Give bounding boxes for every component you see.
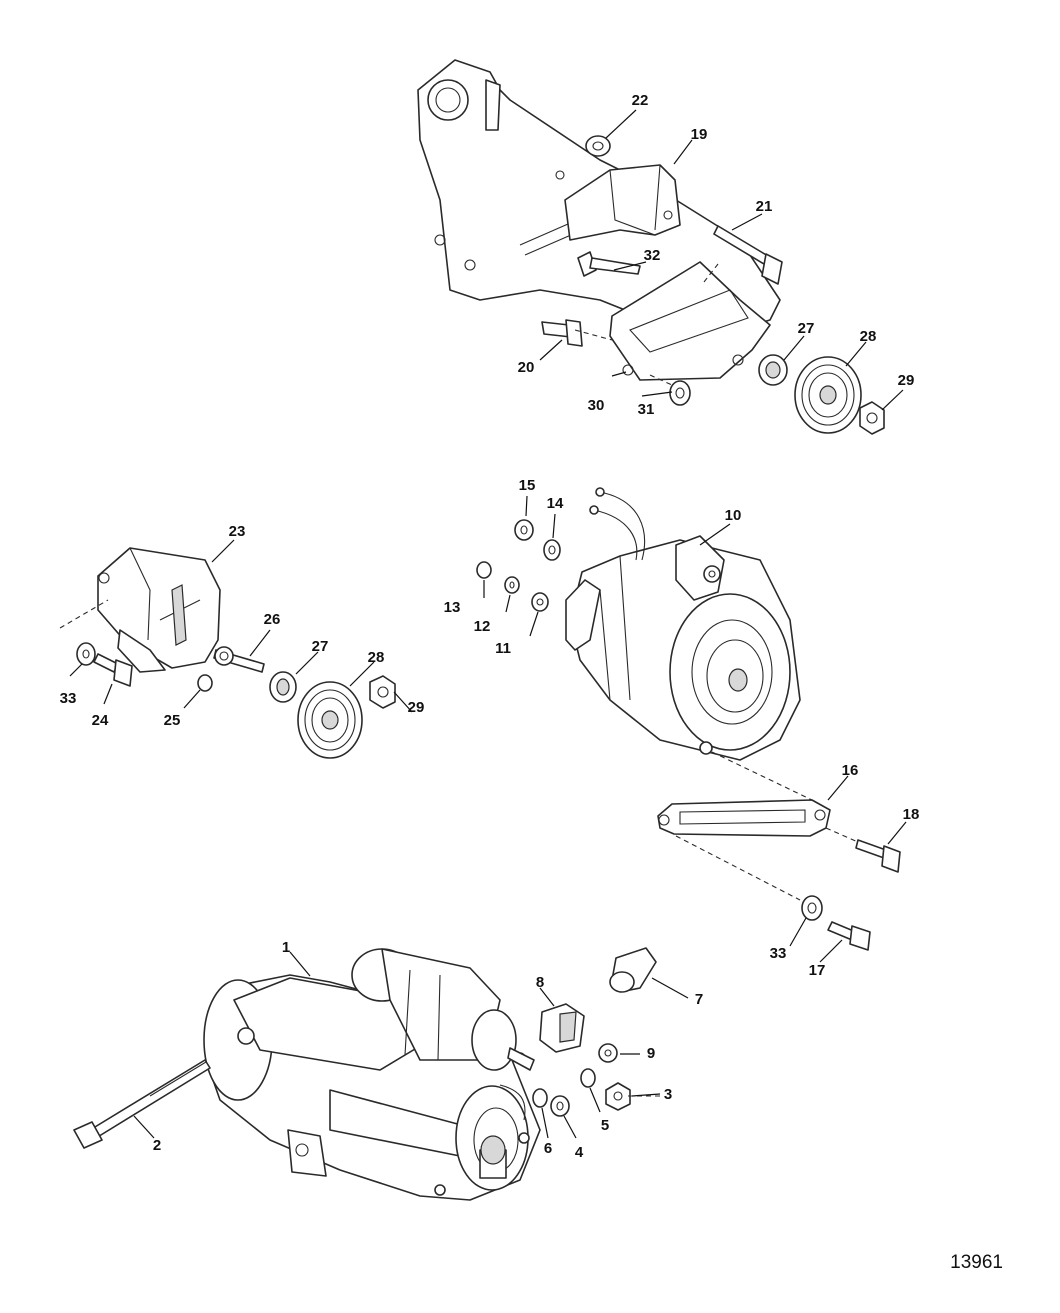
spacer-27-top [758, 354, 788, 386]
starter-motor-1 [203, 948, 541, 1201]
callout-24: 24 [92, 712, 109, 729]
washer-33-left [76, 642, 96, 666]
support-bracket-19 [564, 164, 681, 241]
spacer-27-left [269, 671, 297, 703]
terminal-block-8 [539, 1003, 585, 1053]
callout-23: 23 [229, 523, 246, 540]
nut-13 [476, 561, 492, 579]
washer-5 [580, 1068, 596, 1088]
idler-pulley-28-top [794, 356, 862, 434]
callout-6: 6 [544, 1140, 552, 1157]
nut-15 [514, 519, 534, 541]
callout-29-top: 29 [898, 372, 915, 389]
washer-14 [543, 539, 561, 561]
callout-27-left: 27 [312, 638, 329, 655]
callout-29-left: 29 [408, 699, 425, 716]
callout-26: 26 [264, 611, 281, 628]
callout-10: 10 [725, 507, 742, 524]
nut-9 [598, 1043, 618, 1063]
nut-4 [550, 1095, 570, 1117]
leader-lines [69, 109, 907, 1139]
callout-labels: 22 19 21 32 20 27 28 29 30 31 15 14 10 1… [60, 92, 920, 1161]
through-bolt-2 [73, 1059, 211, 1149]
bolt-32 [577, 251, 641, 277]
callout-20: 20 [518, 359, 535, 376]
callout-5: 5 [601, 1117, 609, 1134]
callout-30: 30 [588, 397, 605, 414]
callout-33-right: 33 [770, 945, 787, 962]
callout-1: 1 [282, 939, 290, 956]
callout-25: 25 [164, 712, 181, 729]
callout-28-top: 28 [860, 328, 877, 345]
washer-6 [532, 1088, 548, 1108]
callout-28-left: 28 [368, 649, 385, 666]
bolt-24 [93, 653, 133, 687]
washer-11 [531, 592, 549, 612]
callout-16: 16 [842, 762, 859, 779]
nut-22 [585, 135, 611, 157]
callout-7: 7 [695, 991, 703, 1008]
callout-33-left: 33 [60, 690, 77, 707]
adjusting-strap-16 [657, 799, 831, 837]
callout-21: 21 [756, 198, 773, 215]
nut-29-left [369, 675, 396, 709]
stud-20 [541, 319, 583, 347]
callout-32: 32 [644, 247, 661, 264]
callout-19: 19 [691, 126, 708, 143]
callout-31: 31 [638, 401, 655, 418]
bolt-21 [713, 225, 783, 285]
callout-12: 12 [474, 618, 491, 635]
nut-29-top [859, 401, 885, 435]
alternator-10 [565, 487, 801, 761]
boot-7 [609, 947, 657, 993]
washer-31 [669, 380, 691, 406]
callout-18: 18 [903, 806, 920, 823]
callout-3: 3 [664, 1086, 672, 1103]
stud-26 [213, 646, 265, 673]
pulley-bracket-23 [97, 547, 221, 673]
callout-11: 11 [495, 640, 511, 657]
callout-2: 2 [153, 1137, 161, 1154]
washer-12 [504, 576, 520, 594]
callout-22: 22 [632, 92, 649, 109]
callout-14: 14 [547, 495, 564, 512]
idler-pulley-28-left [297, 681, 363, 759]
callout-15: 15 [519, 477, 536, 494]
callout-9: 9 [647, 1045, 655, 1062]
adjusting-bracket-30 [609, 261, 771, 381]
callout-8: 8 [536, 974, 544, 991]
figure-number: 13961 [950, 1252, 1003, 1273]
nut-3 [605, 1082, 631, 1111]
bolt-17 [827, 921, 871, 951]
nut-25 [197, 674, 213, 692]
callout-27-top: 27 [798, 320, 815, 337]
washer-33-right [801, 895, 823, 921]
callout-4: 4 [575, 1144, 584, 1161]
callout-13: 13 [444, 599, 461, 616]
bolt-18 [855, 839, 901, 873]
callout-17: 17 [809, 962, 826, 979]
